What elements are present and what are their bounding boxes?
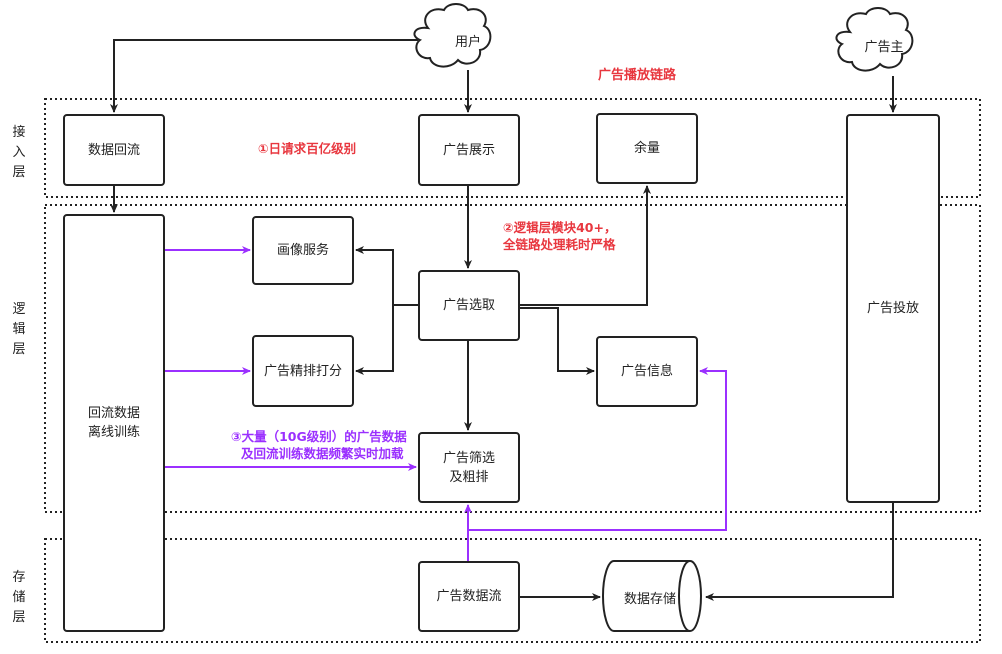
logic-layer-frame: [44, 204, 981, 513]
note-logic-modules-line1: ②逻辑层模块40+，: [503, 220, 617, 235]
user-label: 用户: [454, 35, 481, 50]
data-backflow-box: 数据回流: [63, 114, 165, 186]
edge-user-to-data-backflow: [110, 39, 418, 113]
ad-delivery-box: 广告投放: [846, 114, 940, 503]
note-data-loading-line1: ③大量（10G级别）的广告数据: [231, 429, 407, 444]
edge-ad-delivery-to-storage: [705, 503, 894, 601]
edge-ad-selection-to-inventory: [520, 185, 651, 306]
edge-ad-selection-to-ad-ranking: [355, 305, 394, 375]
diagram-title: 广告播放链路: [598, 68, 677, 83]
layer-label-logic: 逻辑层: [12, 302, 26, 357]
edge-ad-selection-to-profile-service: [355, 246, 418, 306]
advertiser-label: 广告主: [864, 40, 904, 55]
offline-training-label: 回流数据 离线训练: [87, 406, 140, 440]
ad-info-box: 广告信息: [596, 336, 698, 407]
edge-data-stream-to-ad-info: [468, 367, 727, 531]
edge-ad-selection-to-ad-info: [520, 307, 595, 375]
user-cloud: [413, 3, 492, 68]
data-storage-label: 数据存储: [623, 592, 676, 607]
inventory-label: 余量: [633, 141, 660, 156]
ad-info-label: 广告信息: [620, 364, 673, 379]
layer-label-access: 接入层: [12, 125, 26, 180]
ad-ranking-score-box: 广告精排打分: [252, 335, 354, 407]
profile-service-label: 画像服务: [276, 243, 329, 258]
ad-filter-label: 广告筛选 及粗排: [442, 450, 495, 485]
data-backflow-label: 数据回流: [87, 142, 140, 158]
ad-filter-box: 广告筛选 及粗排: [418, 432, 520, 503]
note-logic-modules-line2: 全链路处理耗时严格: [503, 237, 616, 252]
ad-delivery-label: 广告投放: [866, 301, 919, 316]
layer-label-storage: 存储层: [12, 570, 26, 625]
ad-data-stream-label: 广告数据流: [436, 589, 502, 604]
advertiser-cloud: [835, 7, 914, 72]
note-daily-requests: ①日请求百亿级别: [258, 141, 357, 156]
storage-layer-frame: [44, 538, 981, 643]
access-layer-frame: [44, 98, 981, 198]
ad-display-box: 广告展示: [418, 114, 520, 186]
data-storage-cylinder: [602, 560, 702, 632]
ad-display-label: 广告展示: [442, 142, 495, 158]
inventory-box: 余量: [596, 113, 698, 184]
ad-data-stream-box: 广告数据流: [418, 561, 520, 632]
ad-selection-box: 广告选取: [418, 270, 520, 341]
ad-selection-label: 广告选取: [442, 298, 495, 313]
profile-service-box: 画像服务: [252, 216, 354, 285]
note-data-loading-line2: 及回流训练数据频繁实时加载: [241, 446, 404, 461]
ad-ranking-score-label: 广告精排打分: [263, 363, 342, 379]
offline-training-box: 回流数据 离线训练: [63, 214, 165, 632]
